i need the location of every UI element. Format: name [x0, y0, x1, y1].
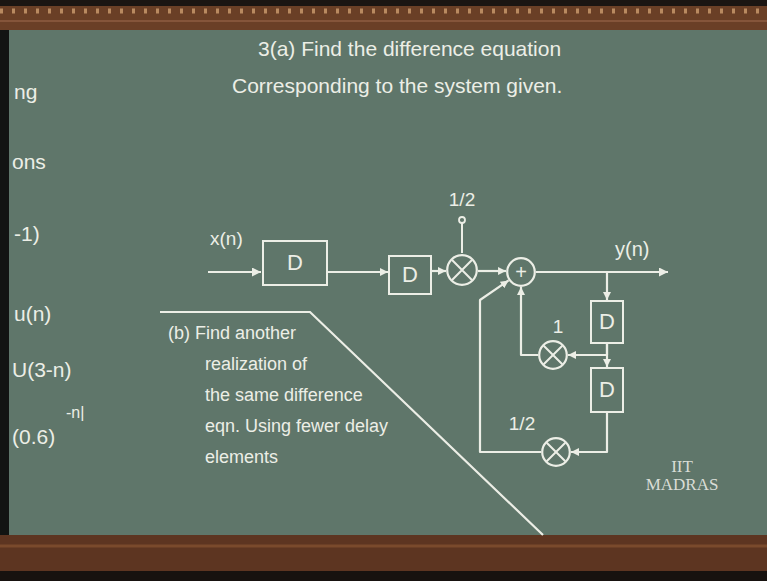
delay-label: D — [402, 263, 418, 287]
cut-off-text: ons — [12, 150, 46, 174]
cut-off-text: -1) — [14, 222, 40, 246]
label-frame: ng — [14, 80, 37, 104]
heading: 3(a) Find the difference equation Corres… — [232, 30, 662, 104]
label-frame: y(n) — [615, 238, 649, 261]
coefficient: 1 — [553, 317, 564, 338]
output-arrow — [607, 271, 668, 273]
signal-name: x(n) — [210, 228, 243, 250]
cut-off-text: ng — [14, 80, 37, 104]
signal-wire — [536, 272, 607, 300]
delay-label: D — [599, 378, 615, 402]
delay-label: D — [599, 310, 615, 334]
multiplier: 1 — [538, 340, 568, 370]
coefficient: 1/2 — [509, 414, 535, 435]
label-frame: (0.6) — [12, 425, 55, 449]
wood-frame — [0, 0, 767, 30]
times-cross — [547, 443, 566, 462]
multiplier-symbol — [541, 437, 571, 467]
multiplier-symbol — [538, 340, 568, 370]
circle-outline — [542, 438, 570, 466]
signal-wire — [480, 280, 541, 452]
times-cross — [452, 260, 472, 280]
circle-outline — [447, 255, 477, 285]
times-cross — [544, 346, 563, 365]
label-frame: IIT MADRAS — [642, 458, 722, 494]
multiplier-symbol — [446, 254, 478, 286]
signal-wire — [521, 287, 538, 355]
board-edge — [0, 30, 9, 535]
watermark: IIT MADRAS — [642, 458, 722, 494]
input-arrow — [208, 271, 261, 273]
adder: + — [506, 257, 536, 287]
frame-pattern — [0, 9, 767, 14]
circle-outline — [539, 341, 567, 369]
frame-shadow — [0, 0, 767, 6]
signal-wire — [568, 344, 607, 355]
delay-box: D — [262, 240, 328, 286]
frame-shadow — [0, 571, 767, 581]
cut-off-text: u(n) — [14, 302, 51, 326]
multiplier: 1/2 — [446, 254, 478, 286]
label-frame: (b) Find another realization of the same… — [205, 318, 545, 548]
coefficient: 1/2 — [449, 190, 475, 211]
label-frame: x(n) — [210, 228, 243, 250]
heading-frame: 3(a) Find the difference equation Corres… — [232, 30, 662, 104]
coefficient-tap — [459, 217, 465, 223]
wood-frame — [0, 535, 767, 581]
signal-wire — [432, 270, 446, 272]
adder-sign: + — [515, 261, 527, 283]
coefficient-stem — [461, 223, 463, 253]
signal-name: y(n) — [615, 238, 649, 261]
label-frame: ons — [12, 150, 46, 174]
delay-box: D — [590, 367, 624, 413]
delay-box: D — [590, 300, 624, 344]
label-frame: -1) — [14, 222, 40, 246]
delay-label: D — [287, 251, 303, 275]
circle-outline — [507, 258, 535, 286]
label-frame: u(n) — [14, 302, 51, 326]
note-border — [160, 312, 543, 535]
signal-wire — [478, 270, 506, 272]
cut-off-text: (0.6) — [12, 425, 55, 449]
signal-wire — [571, 413, 607, 452]
signal-wire — [328, 271, 388, 273]
exponent: -n| — [66, 404, 84, 422]
multiplier: 1/2 — [541, 437, 571, 467]
task-text: (b) Find another realization of the same… — [168, 323, 388, 467]
label-frame: U(3-n) — [12, 358, 72, 382]
wood-grain — [0, 20, 767, 22]
cut-off-text: U(3-n) — [12, 358, 72, 382]
label-frame: -n| — [66, 404, 84, 422]
wood-grain — [0, 545, 767, 548]
delay-box: D — [388, 255, 432, 295]
